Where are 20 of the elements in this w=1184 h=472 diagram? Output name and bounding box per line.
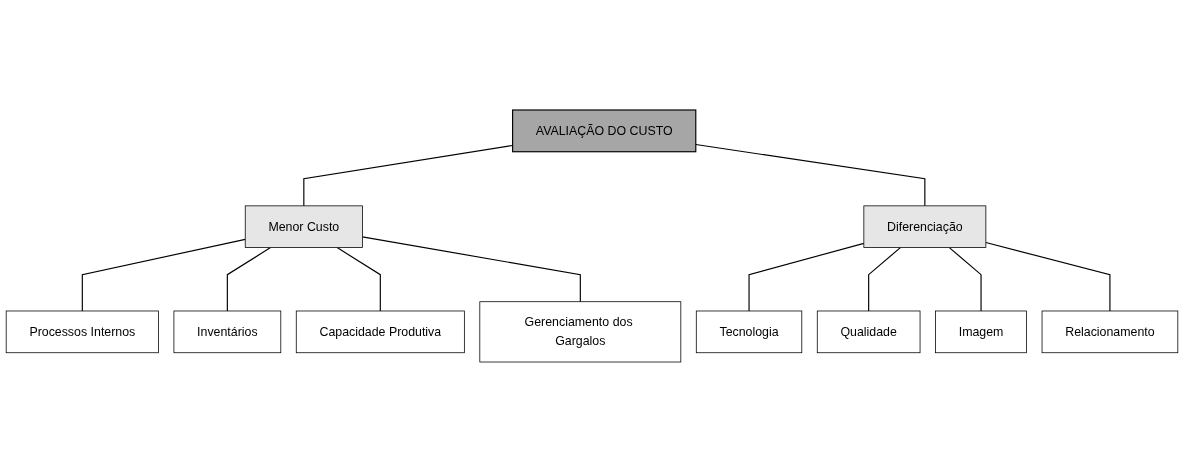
connector: [695, 143, 926, 207]
connector: [81, 238, 246, 312]
node-box: Menor Custo: [244, 205, 363, 248]
connector: [868, 247, 901, 312]
node-box: Tecnologia: [695, 310, 803, 354]
connector: [985, 241, 1111, 312]
node-box: Gerenciamento dos Gargalos: [479, 301, 682, 363]
node-box: Relacionamento: [1041, 310, 1179, 354]
connector: [748, 242, 865, 312]
node-box: Imagem: [935, 310, 1027, 354]
connector: [226, 247, 272, 312]
node-box: Inventários: [173, 310, 282, 354]
connector: [948, 247, 982, 312]
connector: [336, 247, 381, 312]
node-box: Diferenciação: [863, 205, 987, 248]
node-box: AVALIAÇÃO DO CUSTO: [512, 109, 697, 153]
node-box: Qualidade: [816, 310, 921, 354]
node-box: Processos Internos: [5, 310, 159, 354]
node-box: Capacidade Produtiva: [295, 310, 465, 354]
connector: [361, 236, 581, 303]
